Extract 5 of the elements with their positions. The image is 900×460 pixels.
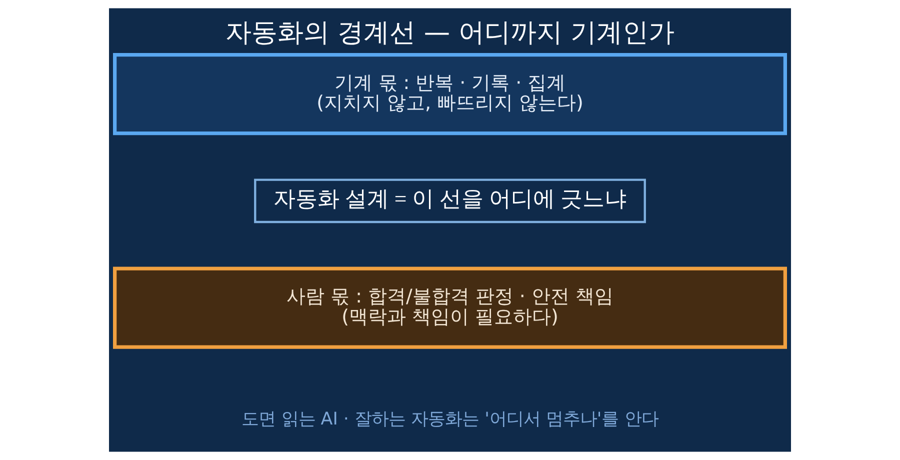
node-box: 기계 몫 : 반복 · 기록 · 집계 (지치지 않고, 빠뜨리지 않는다) bbox=[113, 52, 787, 136]
caption: 도면 읽는 AI · 잘하는 자동화는 '어디서 멈추나'를 안다 bbox=[242, 409, 658, 430]
node-box: 자동화 설계 = 이 선을 어디에 긋느냐 bbox=[254, 178, 646, 224]
diagram-title: 자동화의 경계선 — 어디까지 기계인가 bbox=[225, 18, 675, 48]
node-box: 사람 몫 : 합격/불합격 판정 · 안전 책임 (맥락과 책임이 필요하다) bbox=[113, 266, 787, 349]
